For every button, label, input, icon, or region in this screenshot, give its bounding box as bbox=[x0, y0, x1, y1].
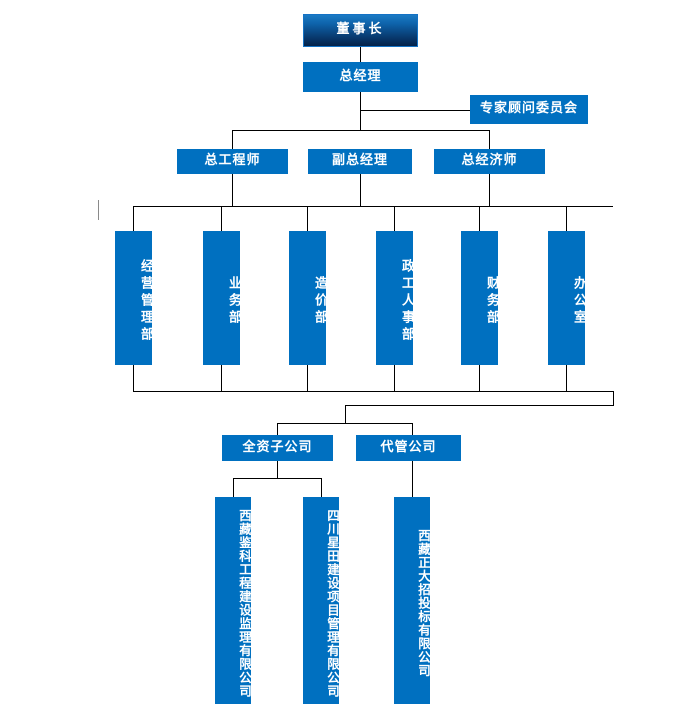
node-advisory-committee[interactable]: 专家顾问委员会 bbox=[470, 95, 588, 124]
node-chief-engineer-label: 总工程师 bbox=[204, 153, 261, 169]
node-wholly-owned[interactable]: 全资子公司 bbox=[222, 435, 333, 461]
connector-dept-riser-3 bbox=[307, 365, 308, 392]
node-subsidiary-1[interactable]: 四川星田建设项目管理有限公司 bbox=[303, 497, 340, 704]
node-department-4[interactable]: 财务部 bbox=[461, 231, 499, 365]
node-department-0-label: 经营管理部 bbox=[138, 258, 153, 344]
node-subsidiary-2-label: 西藏正大招投标有限公司 bbox=[416, 529, 431, 678]
connector-bottom-bus-right-drop bbox=[613, 391, 614, 405]
node-managed[interactable]: 代管公司 bbox=[356, 435, 461, 461]
connector-dept-drop-6 bbox=[566, 206, 567, 231]
connector-bus-to-chief-economist bbox=[489, 130, 490, 149]
connector-dept-drop-4 bbox=[394, 206, 395, 231]
node-department-0[interactable]: 经营管理部 bbox=[115, 231, 153, 365]
node-department-3-label: 政工人事部 bbox=[399, 258, 414, 344]
connector-dept-riser-5 bbox=[479, 365, 480, 392]
connector-dept-riser-1 bbox=[133, 365, 134, 392]
connector-wholly-owned-split bbox=[233, 478, 322, 479]
connector-chief-engineer-down bbox=[232, 174, 233, 206]
node-department-1[interactable]: 业务部 bbox=[203, 231, 241, 365]
connector-subsidiary-feed-drop bbox=[345, 405, 346, 423]
connector-dept-drop-1 bbox=[133, 206, 134, 231]
connector-chief-economist-down bbox=[489, 174, 490, 206]
node-chief-economist[interactable]: 总经济师 bbox=[434, 149, 545, 174]
node-general-manager-label: 总经理 bbox=[339, 68, 382, 84]
node-subsidiary-0[interactable]: 西藏鉴科工程建设监理有限公司 bbox=[215, 497, 252, 704]
node-chief-economist-label: 总经济师 bbox=[461, 153, 518, 169]
node-chief-engineer[interactable]: 总工程师 bbox=[177, 149, 288, 174]
node-wholly-owned-label: 全资子公司 bbox=[242, 439, 313, 455]
node-advisory-committee-label: 专家顾问委员会 bbox=[479, 101, 578, 117]
node-department-2[interactable]: 造价部 bbox=[289, 231, 327, 365]
node-department-1-label: 业务部 bbox=[226, 275, 241, 327]
node-department-5[interactable]: 办公室 bbox=[548, 231, 586, 365]
connector-split-to-managed bbox=[412, 423, 413, 435]
node-subsidiary-2[interactable]: 西藏正大招投标有限公司 bbox=[394, 497, 431, 704]
connector-to-company-2 bbox=[321, 478, 322, 497]
connector-dept-riser-2 bbox=[221, 365, 222, 392]
node-general-manager[interactable]: 总经理 bbox=[303, 62, 418, 92]
connector-gm-to-advisory bbox=[360, 110, 471, 111]
connector-subsidiary-feed bbox=[345, 405, 614, 406]
connector-chairman-to-gm bbox=[360, 47, 361, 62]
connector-wholly-owned-stem bbox=[277, 461, 278, 478]
node-chairman[interactable]: 董事长 bbox=[303, 14, 418, 47]
connector-dept-riser-4 bbox=[394, 365, 395, 392]
node-subsidiary-0-label: 西藏鉴科工程建设监理有限公司 bbox=[237, 509, 252, 698]
connector-left-tick bbox=[98, 200, 99, 220]
node-department-4-label: 财务部 bbox=[484, 275, 499, 327]
connector-bus-to-chief-engineer bbox=[232, 130, 233, 149]
node-department-3[interactable]: 政工人事部 bbox=[376, 231, 414, 365]
connector-manager-bus bbox=[232, 130, 490, 131]
connector-dept-riser-6 bbox=[566, 365, 567, 392]
connector-department-bottom-bus bbox=[133, 391, 614, 392]
node-subsidiary-1-label: 四川星田建设项目管理有限公司 bbox=[325, 509, 340, 698]
node-deputy-general-manager[interactable]: 副总经理 bbox=[308, 149, 412, 174]
connector-gm-stem bbox=[360, 92, 361, 131]
connector-dept-drop-5 bbox=[479, 206, 480, 231]
connector-dept-drop-3 bbox=[307, 206, 308, 231]
connector-dept-drop-2 bbox=[221, 206, 222, 231]
node-department-5-label: 办公室 bbox=[571, 275, 586, 327]
connector-managed-stem bbox=[412, 461, 413, 497]
node-deputy-general-manager-label: 副总经理 bbox=[331, 153, 388, 169]
connector-split-to-wholly-owned bbox=[277, 423, 278, 435]
node-managed-label: 代管公司 bbox=[380, 439, 437, 455]
connector-deputy-gm-down bbox=[360, 174, 361, 206]
node-department-2-label: 造价部 bbox=[312, 275, 327, 327]
connector-to-company-1 bbox=[233, 478, 234, 497]
node-chairman-label: 董事长 bbox=[336, 22, 385, 38]
connector-department-top-bus bbox=[133, 206, 613, 207]
connector-subsidiary-split bbox=[277, 423, 413, 424]
